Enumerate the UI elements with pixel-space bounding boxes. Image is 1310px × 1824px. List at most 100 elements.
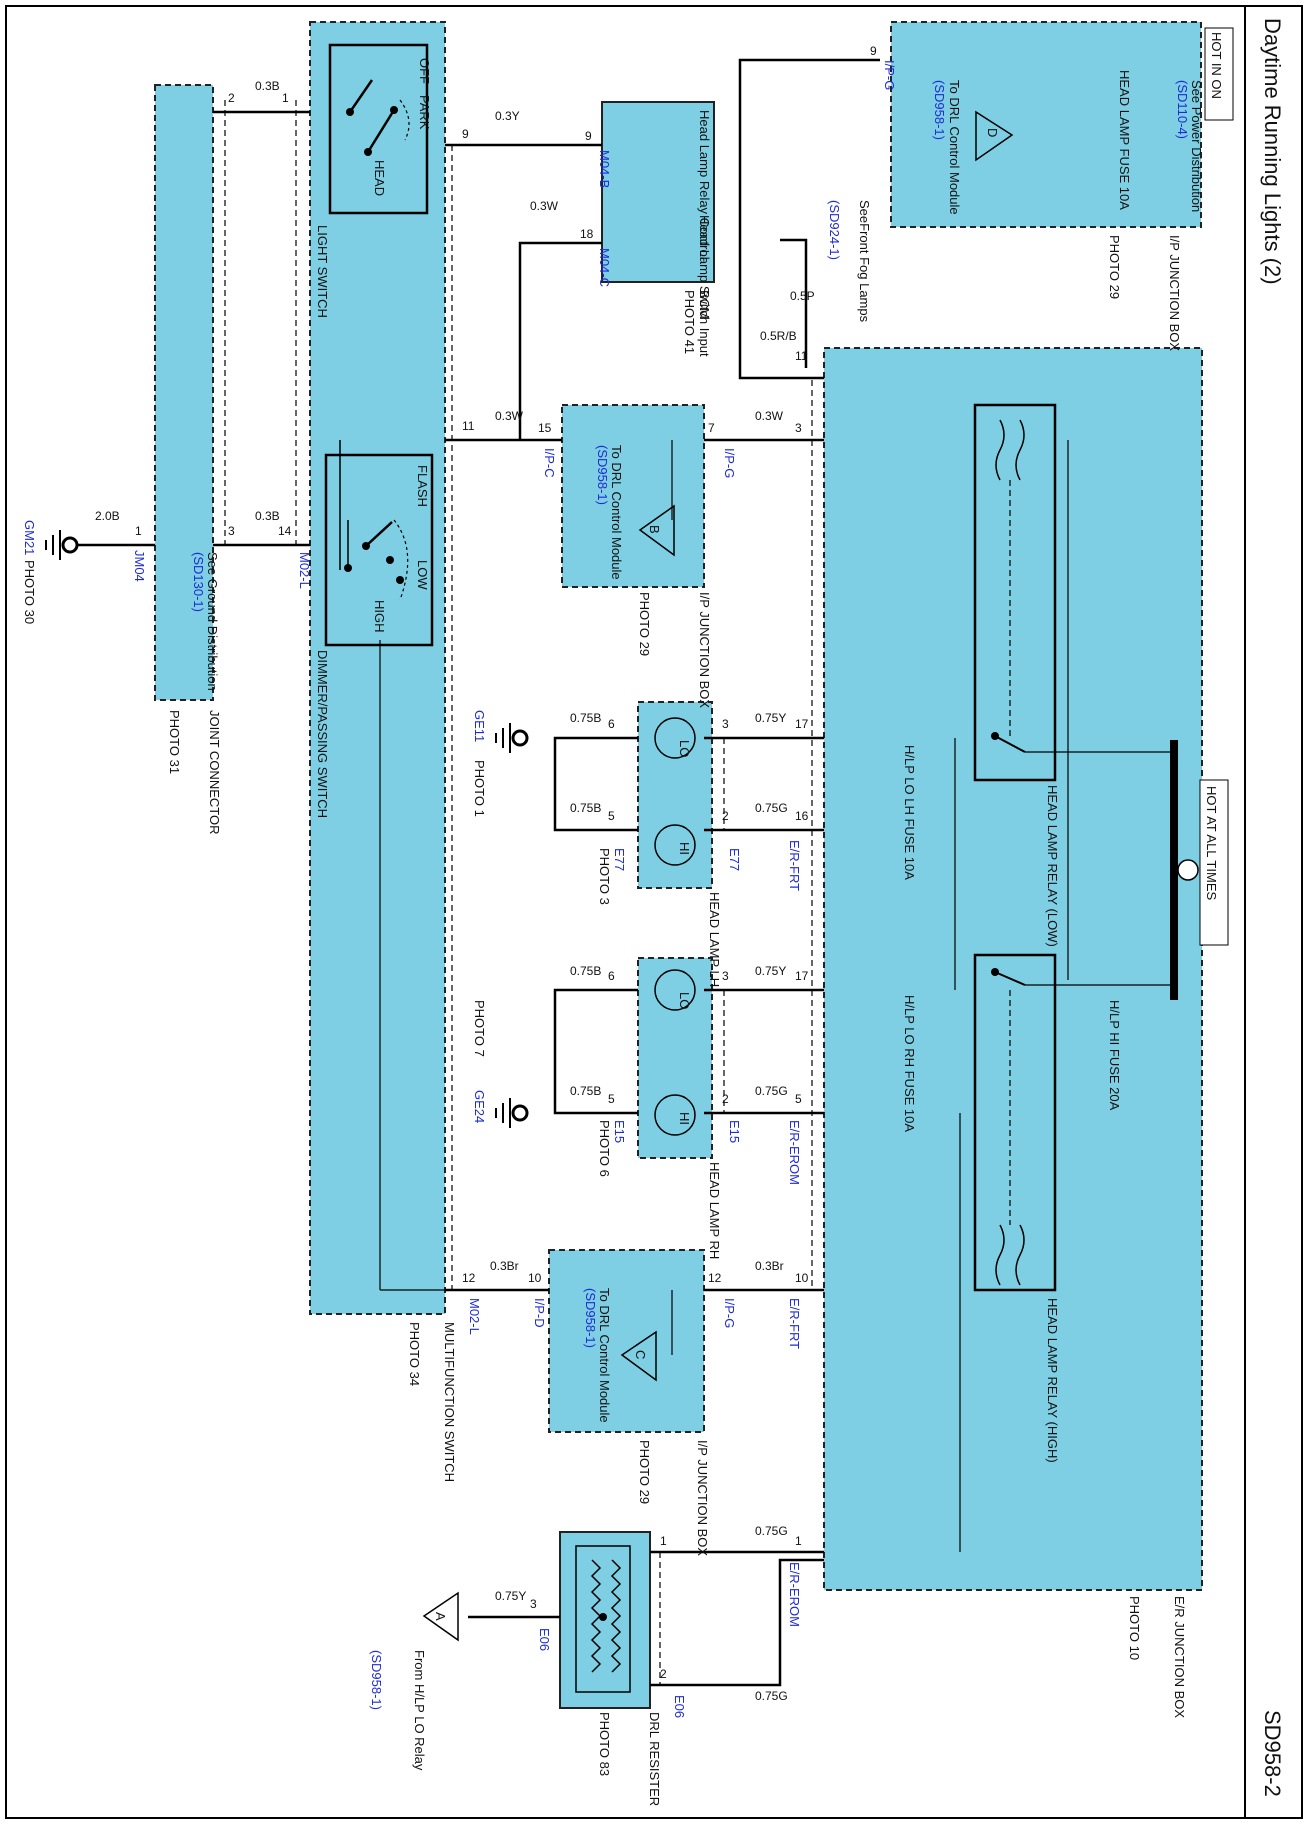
relay-high-label: HEAD LAMP RELAY (HIGH) <box>1045 1298 1060 1463</box>
er-conn-frt-c: E/R-FRT <box>787 1298 802 1349</box>
wire-label-03b-b: 0.3B <box>255 509 280 523</box>
drl-from-link[interactable]: (SD958-1) <box>369 1650 384 1710</box>
ground-symbols <box>45 530 529 1128</box>
triangle-d <box>975 110 1014 162</box>
bcm-row1: Head Lamp Relay Control <box>697 110 712 260</box>
pin-5-er-rh: 5 <box>795 1092 802 1106</box>
ge11-photo: PHOTO 1 <box>472 760 487 817</box>
pin-2-res: 2 <box>660 1667 667 1681</box>
ip-junction-box-c <box>548 1249 705 1433</box>
pin-14-multi: 14 <box>278 524 292 538</box>
gm21-name: GM21 <box>22 520 37 555</box>
wire-label-03w-a: 0.3W <box>530 199 559 213</box>
ipb-photo: PHOTO 29 <box>637 592 652 656</box>
pin-2-lh: 2 <box>722 809 729 823</box>
pin-3-er: 3 <box>795 421 802 435</box>
er-box-photo: PHOTO 10 <box>1127 1596 1142 1660</box>
wire-label-075g-lh: 0.75G <box>755 801 788 815</box>
pin-3-res: 3 <box>530 1597 537 1611</box>
power-ref: See Power Distribution <box>1189 80 1204 212</box>
pin-1-res: 1 <box>660 1534 667 1548</box>
ipc-conn-out: I/P-G <box>722 1298 737 1328</box>
er-conn-frt-lh: E/R-FRT <box>787 840 802 891</box>
bcm-pin2: 18 <box>580 227 594 241</box>
drl-label: DRL RESISTER <box>647 1712 662 1806</box>
wire-label-05rb: 0.5R/B <box>760 329 797 343</box>
pin-16-er-lh: 16 <box>795 809 809 823</box>
ipb-link[interactable]: (SD958-1) <box>595 445 610 505</box>
pin-9-light: 9 <box>462 127 469 141</box>
wire-label-075y-lh: 0.75Y <box>755 711 786 725</box>
ipc-tri: C <box>633 1350 648 1359</box>
wire-label-03w-c: 0.3W <box>755 409 784 423</box>
relay-high-frame <box>973 953 1057 1292</box>
lh-lo: LO <box>677 740 692 757</box>
er-conn-erom-rh: E/R-EROM <box>787 1120 802 1185</box>
ip-top-conn: I/P-G <box>882 60 897 90</box>
ipc-pin-in: 10 <box>528 1271 542 1285</box>
bcm-box <box>601 101 715 283</box>
wire-label-20b: 2.0B <box>95 509 120 523</box>
rh-lo: LO <box>677 992 692 1009</box>
ip-top-photo: PHOTO 29 <box>1107 235 1122 299</box>
rh-hi: HI <box>677 1112 692 1125</box>
gm21-photo: PHOTO 30 <box>22 560 37 624</box>
ipb-label: I/P JUNCTION BOX <box>697 592 712 708</box>
joint-connector-box <box>154 84 214 701</box>
joint-ground-link[interactable]: (SD130-1) <box>191 552 206 612</box>
light-switch-frame <box>328 43 429 215</box>
wire-label-05p: 0.5P <box>790 289 815 303</box>
hot-at-all-times-label: HOT AT ALL TIMES <box>1204 786 1219 900</box>
light-switch-label: LIGHT SWITCH <box>315 225 330 318</box>
ge11-name: GE11 <box>472 710 487 742</box>
ipc-link[interactable]: (SD958-1) <box>583 1288 598 1348</box>
wire-label-075g-res-a: 0.75G <box>755 1524 788 1538</box>
light-switch-park: PARK <box>417 95 432 130</box>
bcm-conn2: M04-C <box>597 248 612 287</box>
pin-1-er-res: 1 <box>795 1534 802 1548</box>
ge24-photo: PHOTO 7 <box>472 1000 487 1057</box>
wire-label-075y-res: 0.75Y <box>495 1589 526 1603</box>
fuse-lo-rh-label: H/LP LO RH FUSE 10A <box>902 995 917 1132</box>
page-frame <box>5 5 1303 1819</box>
pin-10-er: 10 <box>795 1271 809 1285</box>
head-lamp-fuse-label: HEAD LAMP FUSE 10A <box>1117 70 1132 210</box>
pin-17-er-rh: 17 <box>795 969 809 983</box>
ip-top-module-link[interactable]: (SD958-1) <box>932 80 947 140</box>
rh-conn-a: E15 <box>612 1120 627 1143</box>
page-id: SD958-2 <box>1260 1710 1285 1797</box>
ip-top-pin: 9 <box>870 44 877 58</box>
drl-conn-a: E06 <box>672 1695 687 1718</box>
pin-1-joint: 1 <box>135 524 142 538</box>
light-switch-head: HEAD <box>372 160 387 196</box>
drl-tri: A <box>433 1612 448 1621</box>
ge24-name: GE24 <box>472 1090 487 1123</box>
light-switch-off: OFF <box>417 58 432 84</box>
pin-2-top: 2 <box>228 91 235 105</box>
bulb-rh-hi <box>654 1094 696 1136</box>
bulb-lh-lo <box>654 717 696 759</box>
rh-photo: PHOTO 6 <box>597 1120 612 1177</box>
drl-photo: PHOTO 83 <box>597 1712 612 1776</box>
front-fog-link[interactable]: (SD924-1) <box>827 200 842 260</box>
pin-2-rh: 2 <box>722 1092 729 1106</box>
joint-label: JOINT CONNECTOR <box>207 710 222 834</box>
ip-top-label: I/P JUNCTION BOX <box>1167 235 1182 351</box>
page-title: Daytime Running Lights (2) <box>1260 18 1285 285</box>
multifunction-switch-box <box>309 21 446 1315</box>
wire-label-075y-rh: 0.75Y <box>755 964 786 978</box>
power-ref-link[interactable]: (SD110-4) <box>1175 80 1190 139</box>
relay-low-label: HEAD LAMP RELAY (LOW) <box>1045 785 1060 947</box>
hot-bus-bar <box>1170 740 1178 1000</box>
ipc-pin-out: 12 <box>708 1271 722 1285</box>
bcm-conn1: M04-B <box>597 150 612 188</box>
triangle-b <box>638 504 675 557</box>
dashed-links <box>224 100 813 1685</box>
pin-11-multi: 11 <box>462 419 475 433</box>
triangle-c <box>620 1330 657 1382</box>
ipb-conn-out: I/P-G <box>722 448 737 478</box>
pin-6-rh: 6 <box>608 969 615 983</box>
head-lamp-lh-box <box>637 701 713 889</box>
triangle-d-label: D <box>985 128 1000 137</box>
